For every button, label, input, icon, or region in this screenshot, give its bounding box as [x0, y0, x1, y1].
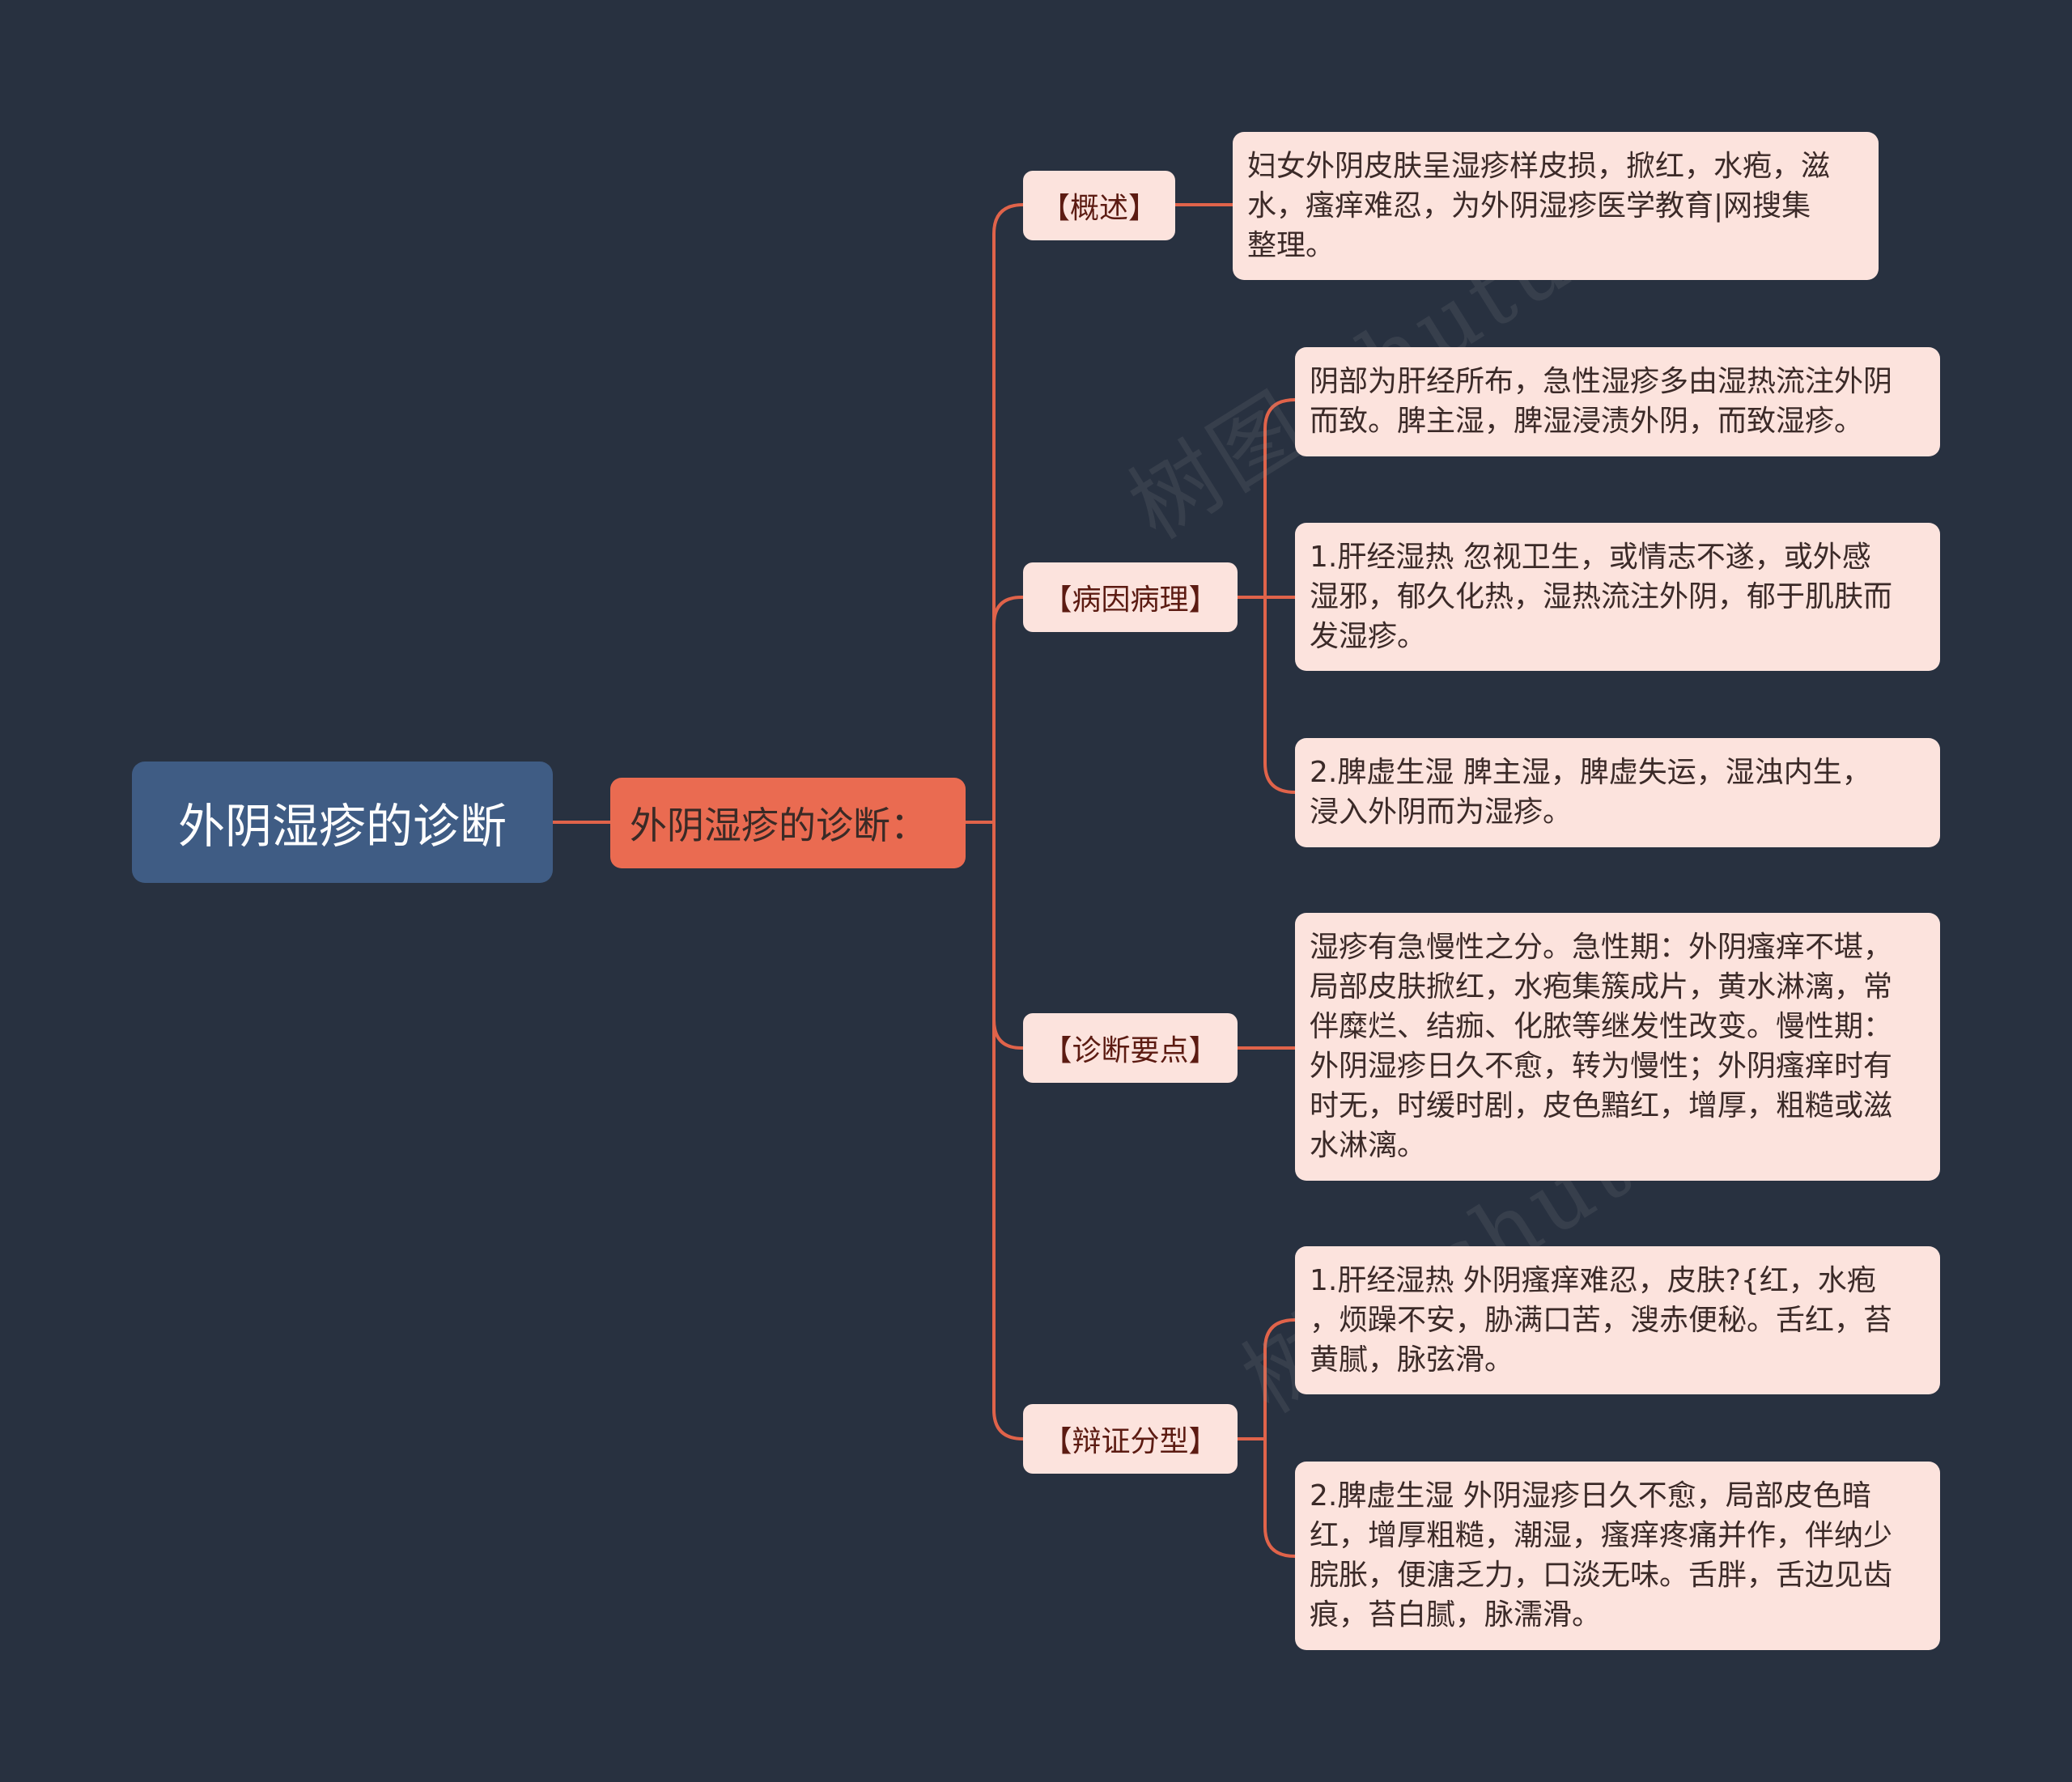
link-cat4-vertical [1263, 1318, 1297, 1558]
leaf-syndrome-spleen[interactable]: 2.脾虚生湿 外阴湿疹日久不愈，局部皮色暗 红，增厚粗糙，潮湿，瘙痒疼痛并作，伴… [1295, 1462, 1940, 1650]
category-syndrome-types[interactable]: 【辩证分型】 [1023, 1404, 1238, 1474]
category-etiology[interactable]: 【病因病理】 [1023, 562, 1238, 632]
link-trunk [992, 203, 1025, 1440]
main-topic-node[interactable]: 外阴湿疹的诊断： [610, 778, 966, 868]
leaf-etiology-liver[interactable]: 1.肝经湿热 忽视卫生，或情志不遂，或外感 湿邪，郁久化热，湿热流注外阴，郁于肌… [1295, 523, 1940, 671]
root-node[interactable]: 外阴湿疹的诊断 [132, 762, 553, 883]
leaf-overview[interactable]: 妇女外阴皮肤呈湿疹样皮损，掀红，水疱，滋 水，瘙痒难忍，为外阴湿疹医学教育|网搜… [1233, 132, 1879, 280]
category-overview[interactable]: 【概述】 [1023, 171, 1175, 240]
leaf-etiology-spleen[interactable]: 2.脾虚生湿 脾主湿，脾虚失运，湿浊内生， 浸入外阴而为湿疹。 [1295, 738, 1940, 847]
leaf-syndrome-liver[interactable]: 1.肝经湿热 外阴瘙痒难忍，皮肤?{红，水疱 ，烦躁不安，胁满口苦，溲赤便秘。舌… [1295, 1246, 1940, 1394]
leaf-diagnosis-points[interactable]: 湿疹有急慢性之分。急性期：外阴瘙痒不堪， 局部皮肤掀红，水疱集簇成片，黄水淋漓，… [1295, 913, 1940, 1181]
category-diagnosis-points[interactable]: 【诊断要点】 [1023, 1013, 1238, 1083]
leaf-etiology-general[interactable]: 阴部为肝经所布，急性湿疹多由湿热流注外阴 而致。脾主湿，脾湿浸渍外阴，而致湿疹。 [1295, 347, 1940, 456]
link-trunk-cat-3 [992, 1018, 1025, 1050]
link-trunk-cat-2 [992, 596, 1025, 626]
